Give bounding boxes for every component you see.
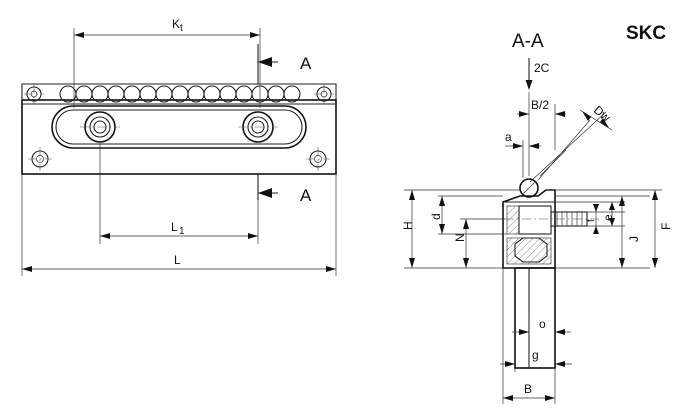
section-label-bottom: A: [300, 186, 312, 205]
screw-thread: [550, 211, 588, 227]
guide-body-outline: [21, 99, 337, 175]
section-roller: [519, 149, 567, 198]
dim-h: H: [401, 189, 520, 269]
dim-l1-label: L: [171, 220, 178, 234]
dim-kt-label: K: [172, 17, 180, 31]
dim-f-small-label: f: [586, 219, 597, 222]
dim-l1-subscript: 1: [179, 226, 185, 237]
dim-e-label: e: [601, 214, 615, 221]
dim-n: N: [453, 218, 505, 268]
dim-dw-label: Dw: [591, 103, 614, 125]
dim-dw: Dw: [529, 103, 614, 183]
dim-g-label: g: [532, 348, 539, 362]
dim-o: o: [512, 316, 571, 336]
dim-g: g: [500, 348, 572, 372]
l-dimension: L: [21, 174, 337, 276]
dim-f-small: f: [586, 204, 625, 234]
dim-kt-subscript: t: [180, 23, 183, 34]
dim-B: B: [502, 268, 556, 404]
dim-j: J: [555, 195, 650, 269]
section-marker-bottom: A: [257, 174, 312, 205]
cage-slot-outer: [51, 105, 307, 149]
rail-profile: [502, 189, 600, 369]
series-title: SKC: [626, 23, 666, 44]
dim-F-label: F: [659, 223, 673, 230]
section-label-top: A: [300, 54, 312, 73]
corner-hole-top-right: [314, 84, 334, 104]
dim-l-label: L: [174, 253, 181, 267]
dim-2c: 2C: [525, 58, 550, 90]
screw-right: [238, 111, 278, 143]
corner-hole-bottom-right: [306, 147, 330, 171]
roller-row: [59, 85, 301, 103]
l1-dimension: L 1: [99, 142, 259, 244]
dim-e: e: [555, 201, 625, 226]
cage-slot-inner: [55, 109, 303, 145]
roller-strip-outline: [21, 83, 337, 100]
dim-a-label: a: [505, 130, 512, 144]
dim-o-label: o: [539, 317, 546, 331]
dim-b-half: B/2: [517, 92, 566, 176]
corner-hole-bottom-left: [28, 147, 52, 171]
dim-2c-label: 2C: [534, 61, 550, 75]
front-view: K t A A L 1: [21, 17, 337, 276]
kt-dimension: K t: [73, 17, 261, 108]
dim-B-label: B: [524, 382, 532, 396]
dim-b2-label: B/2: [531, 98, 549, 112]
dim-d: d: [429, 195, 507, 235]
dim-h-label: H: [401, 221, 415, 230]
hatch-left: [506, 205, 520, 235]
dim-a: a: [505, 130, 541, 178]
section-title: A-A: [512, 31, 544, 52]
dim-n-label: N: [453, 233, 467, 242]
section-marker-top: A: [257, 44, 312, 84]
screw-left: [80, 111, 120, 143]
dim-j-label: J: [627, 236, 641, 242]
dim-F: F: [546, 189, 673, 268]
corner-hole-top-left: [24, 84, 44, 104]
section-view: A-A 2C B/2 Dw: [401, 31, 673, 404]
dim-d-label: d: [429, 213, 443, 220]
roller: [283, 85, 301, 103]
rail-lower-outline: [514, 267, 556, 369]
